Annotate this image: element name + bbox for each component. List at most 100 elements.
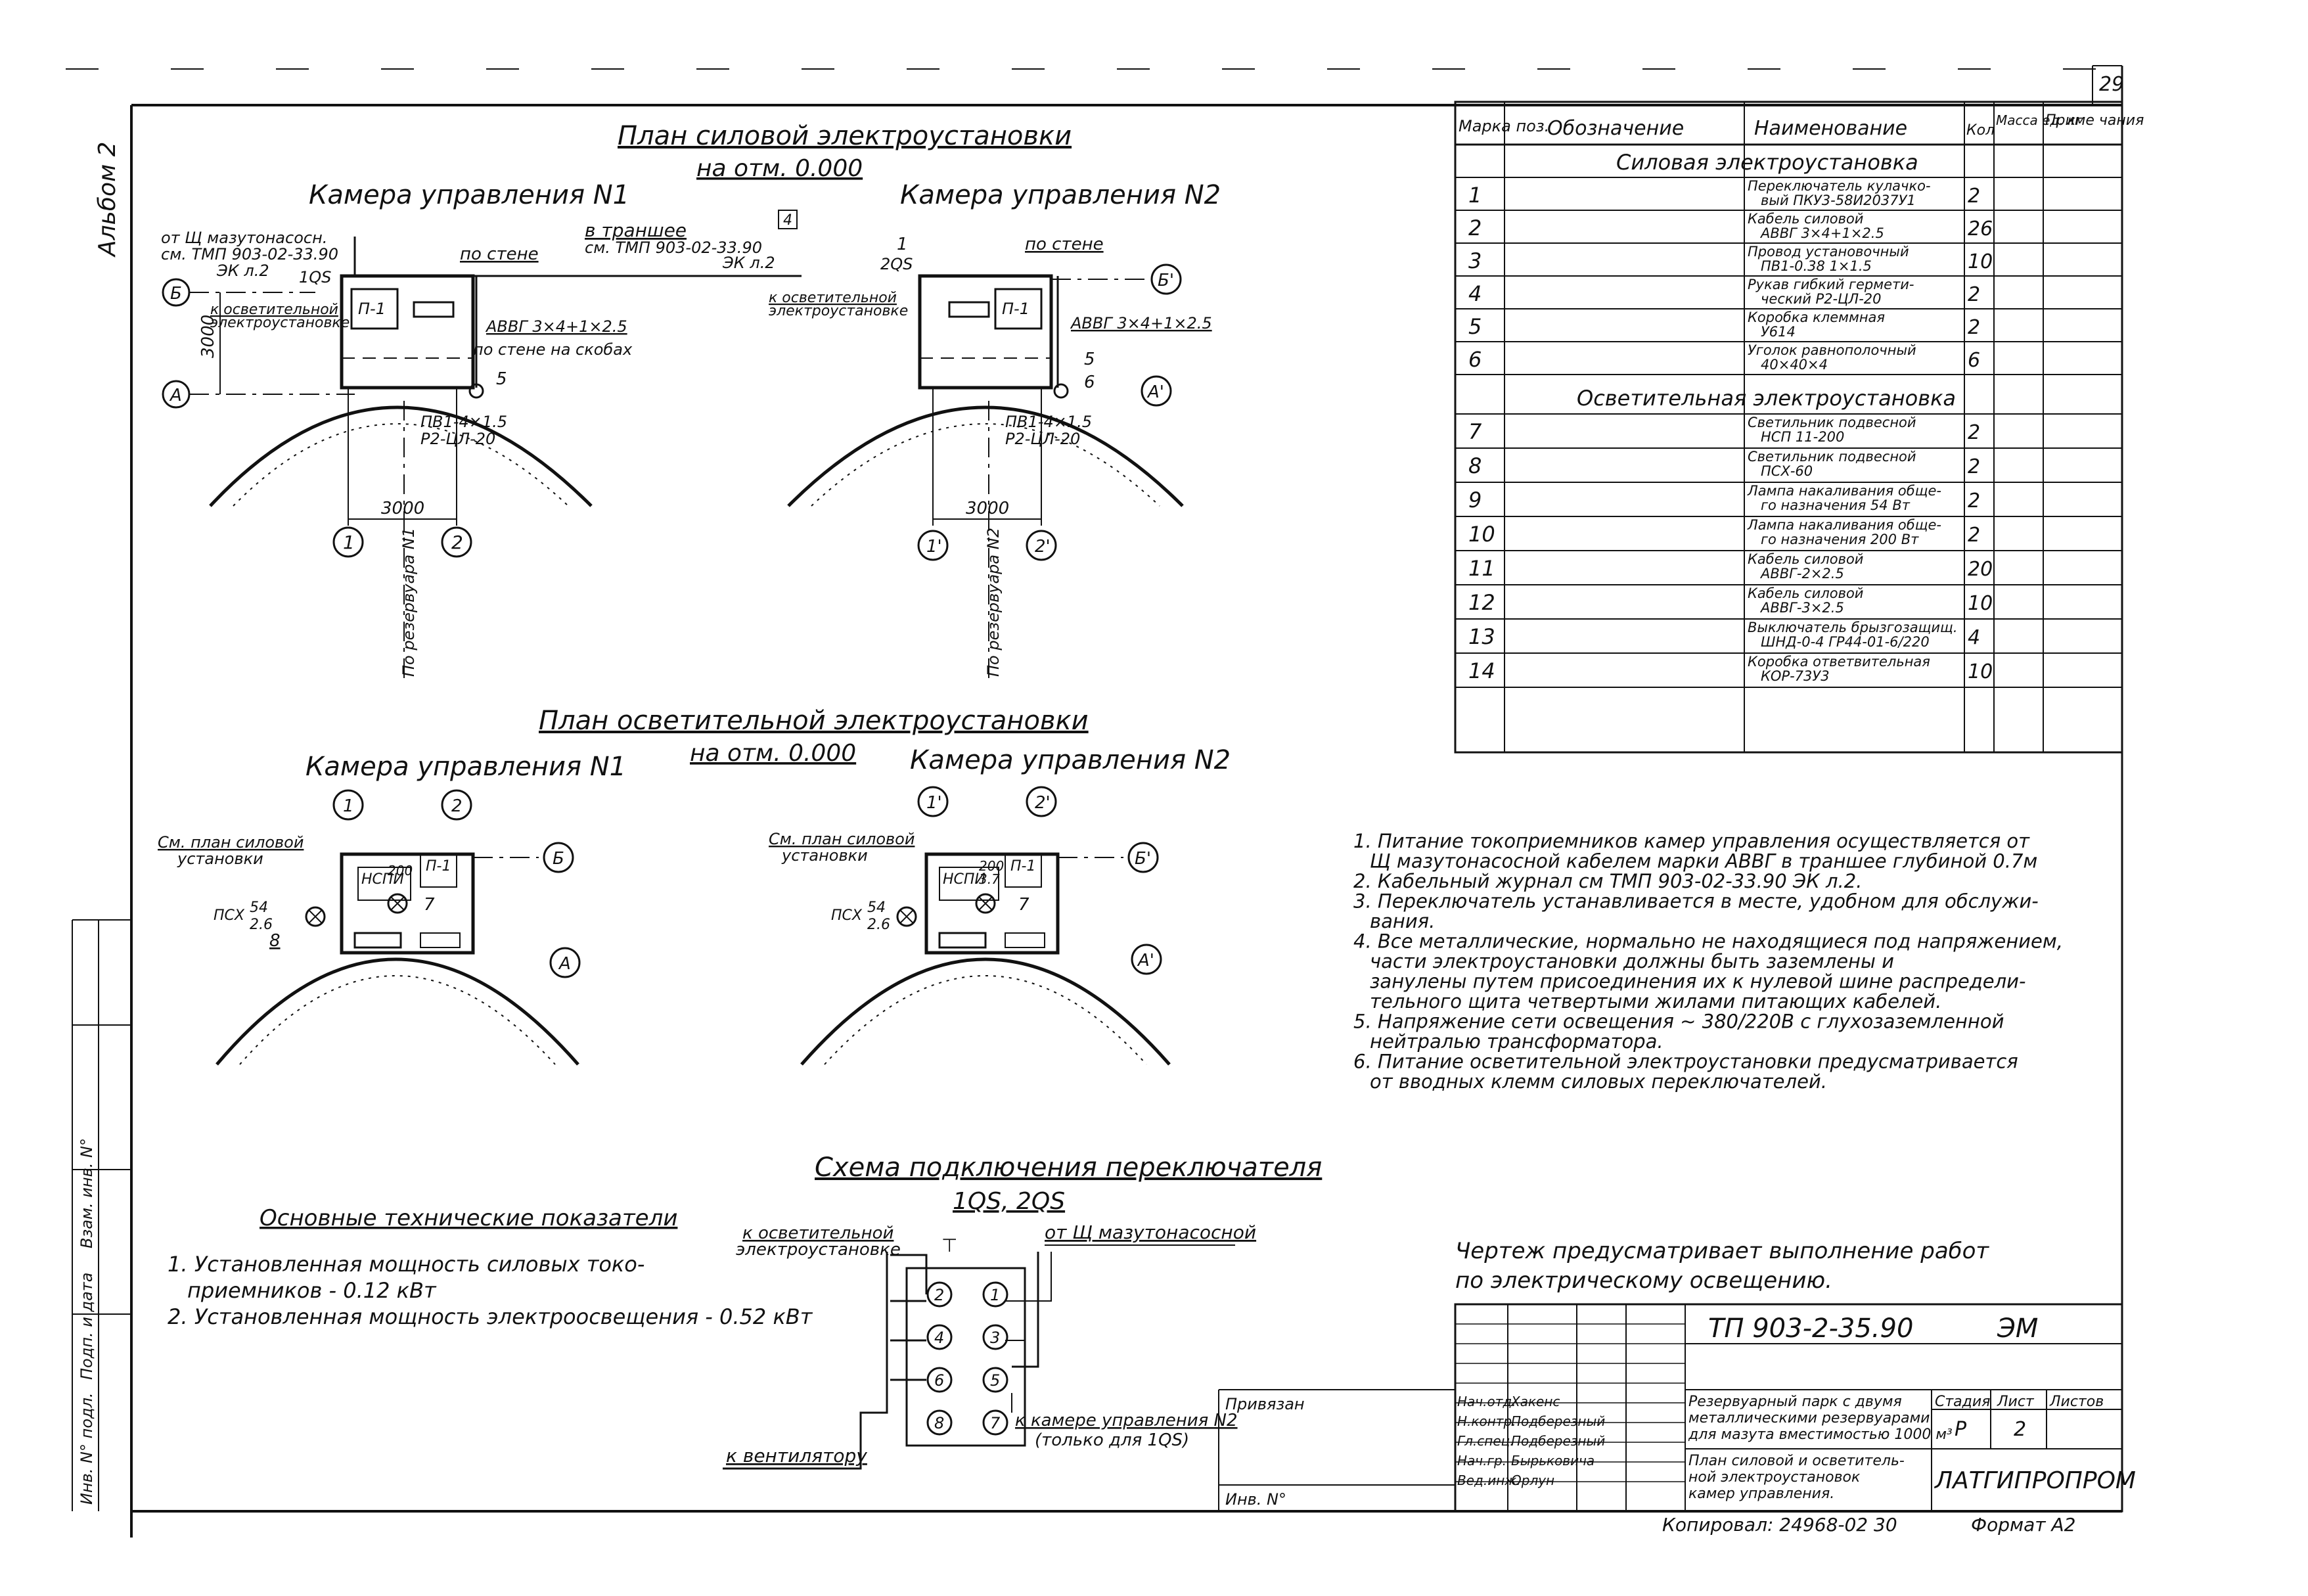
tb-sheet: 2 bbox=[2014, 1418, 2026, 1441]
spec-name-line1: Уголок равнополочный bbox=[1748, 342, 1916, 358]
title-block: Привязан Инв. N° ТП 903-2-35.90 ЭМ Нач.о… bbox=[1218, 1303, 2136, 1536]
scheme-only1qs: (только для 1QS) bbox=[1035, 1430, 1189, 1450]
spec-name-line1: Светильник подвесной bbox=[1748, 415, 1916, 430]
spec-h-desig: Обозначение bbox=[1547, 117, 1684, 140]
spec-name-line1: Переключатель кулачко- bbox=[1748, 178, 1931, 194]
spec-pos: 6 bbox=[1468, 347, 1482, 372]
spec-h-qty: Кол bbox=[1966, 122, 1995, 139]
left-stamp: Альбом 2 Инв. N° подл. Подп. и дата Взам… bbox=[72, 141, 131, 1511]
tb-format: Формат А2 bbox=[1971, 1514, 2075, 1536]
tech-line3: 2. Установленная мощность электроосвещен… bbox=[168, 1304, 813, 1329]
light-c1-panel: П-1 bbox=[426, 858, 451, 875]
power-c1-wall: по стене bbox=[460, 244, 539, 264]
spec-name-line1: Кабель силовой bbox=[1748, 211, 1863, 227]
power-c1-dim-h: 3000 bbox=[381, 499, 424, 518]
tb-project3: для мазута вместимостью 1000 м³ bbox=[1688, 1426, 1953, 1443]
power-c1-ref: см. ТМП 903-02-33.90 bbox=[161, 245, 338, 263]
power-chamber-2-title: Камера управления N2 bbox=[900, 180, 1221, 210]
switch-scheme: Схема подключения переключателя 1QS, 2QS… bbox=[723, 1152, 1322, 1470]
light-c1-axis2: 2 bbox=[451, 796, 463, 816]
terminal-number: 3 bbox=[990, 1329, 1000, 1347]
tb-privyazan: Привязан bbox=[1225, 1395, 1305, 1413]
terminal-number: 8 bbox=[934, 1414, 944, 1432]
note-line: вания. bbox=[1370, 910, 1435, 932]
spec-pos: 4 bbox=[1468, 281, 1482, 306]
spec-name-line2: КОР-73У3 bbox=[1761, 668, 1830, 684]
tb-code: ТП 903-2-35.90 bbox=[1708, 1313, 1913, 1344]
power-c2-axis-a: А' bbox=[1146, 382, 1164, 402]
light-chamber-1-title: Камера управления N1 bbox=[305, 752, 626, 782]
spec-pos: 2 bbox=[1468, 216, 1482, 240]
spec-pos: 3 bbox=[1468, 248, 1482, 273]
power-c2-axis-b: Б' bbox=[1158, 271, 1174, 290]
power-c1-shield: от Щ мазутонасосн. bbox=[161, 229, 327, 247]
tb-title1: План силовой и осветитель- bbox=[1688, 1453, 1905, 1469]
tb-person: Бырьковича bbox=[1511, 1453, 1595, 1469]
note-line: 4. Все металлические, нормально не наход… bbox=[1353, 930, 2063, 953]
spec-name-line2: ШНД-0-4 ГР44-01-6/220 bbox=[1761, 634, 1930, 650]
chamber-1-building bbox=[340, 274, 475, 390]
tb-title2: ной электроустановок bbox=[1688, 1469, 1861, 1486]
terminal-circle bbox=[982, 1324, 1008, 1350]
power-c2-ek: ЭК л.2 bbox=[722, 254, 775, 272]
light-c2-psh: ПСХ bbox=[831, 907, 863, 924]
power-c1-1qs: 1QS bbox=[299, 268, 331, 286]
light-c1-n8: 8 bbox=[269, 931, 281, 951]
spec-name-line1: Кабель силовой bbox=[1748, 585, 1863, 601]
power-c1-wire: ПВ1-4×1.5 bbox=[420, 413, 507, 431]
note-line: Щ мазутонасосной кабелем марки АВВГ в тр… bbox=[1370, 850, 2037, 873]
spec-pos: 14 bbox=[1468, 658, 1495, 683]
light-c2-panel: П-1 bbox=[1010, 858, 1035, 875]
power-c1-cable: АВВГ 3×4+1×2.5 bbox=[485, 317, 627, 336]
sheet-number: 29 bbox=[2099, 73, 2124, 96]
terminal-number: 5 bbox=[990, 1371, 1000, 1390]
spec-pos: 1 bbox=[1468, 183, 1482, 208]
power-c1-dim-v: 3000 bbox=[198, 315, 218, 358]
note-line: 6. Питание осветительной электроустановк… bbox=[1353, 1051, 2018, 1073]
spec-name-line2: го назначения 200 Вт bbox=[1761, 532, 1919, 547]
light-c2-see2: установки bbox=[781, 846, 868, 865]
terminal-circle bbox=[982, 1367, 1008, 1393]
light-c2-axis1: 1' bbox=[926, 793, 942, 813]
tb-person: Подберезный bbox=[1511, 1433, 1605, 1449]
power-c2-n6: 6 bbox=[1084, 373, 1095, 392]
power-plan-title: План силовой электроустановки bbox=[618, 121, 1072, 151]
terminal-number: 1 bbox=[990, 1286, 1000, 1304]
spec-qty: 2 bbox=[1968, 316, 1980, 339]
terminal-number: 2 bbox=[934, 1286, 944, 1304]
light-plan: План осветительной электроустановки на о… bbox=[158, 706, 1231, 1066]
light-c2-see: См. план силовой bbox=[769, 830, 915, 848]
note-line: 2. Кабельный журнал см ТМП 903-02-33.90 … bbox=[1353, 870, 1862, 892]
stamp-sign: Подп. и дата bbox=[78, 1273, 96, 1380]
terminal-circle bbox=[926, 1324, 953, 1350]
light-c1-nspi: НСПИ bbox=[361, 871, 404, 888]
note-line: занулены путем присоединения их к нулево… bbox=[1370, 970, 2025, 993]
spec-qty: 2 bbox=[1968, 185, 1980, 208]
spec-qty: 2 bbox=[1968, 455, 1980, 478]
title-block-grid: Нач.отд.ХакенсН.контр.ПодберезныйГл.спец… bbox=[1455, 1304, 1686, 1511]
tb-role: Н.контр. bbox=[1457, 1413, 1516, 1429]
tech-line2: приемников - 0.12 кВт bbox=[187, 1278, 437, 1303]
light-c1-200: 200 bbox=[388, 863, 413, 878]
tb-title3: камер управления. bbox=[1688, 1486, 1834, 1502]
terminal-circle bbox=[926, 1281, 953, 1308]
chamber-2-building bbox=[918, 274, 1053, 390]
spec-name-line1: Кабель силовой bbox=[1748, 551, 1863, 567]
power-c2-to-light2: электроустановке bbox=[769, 303, 908, 319]
spec-qty: 6 bbox=[1968, 349, 1980, 372]
power-c1-hose: Р2-ЦЛ-20 bbox=[420, 430, 495, 448]
spec-name-line2: 40×40×4 bbox=[1761, 357, 1828, 373]
light-plan-subtitle: на отм. 0.000 bbox=[690, 740, 856, 767]
drawing-note-1: Чертеж предусматривает выполнение работ bbox=[1455, 1238, 1989, 1264]
light-c2-37: 3.7 bbox=[979, 871, 1000, 887]
spec-name-line1: Выключатель брызгозащищ. bbox=[1748, 620, 1958, 635]
power-c1-route: по стене на скобах bbox=[473, 340, 633, 359]
power-c2-to-tank: По резервуара N2 bbox=[984, 528, 1003, 677]
terminal-circle bbox=[926, 1367, 953, 1393]
spec-qty: 20 bbox=[1968, 558, 1993, 581]
tb-copied: Копировал: 24968-02 30 bbox=[1662, 1514, 1897, 1536]
light-c1-psh-bot: 2.6 bbox=[250, 917, 273, 933]
note-line: нейтралью трансформатора. bbox=[1370, 1030, 1663, 1053]
